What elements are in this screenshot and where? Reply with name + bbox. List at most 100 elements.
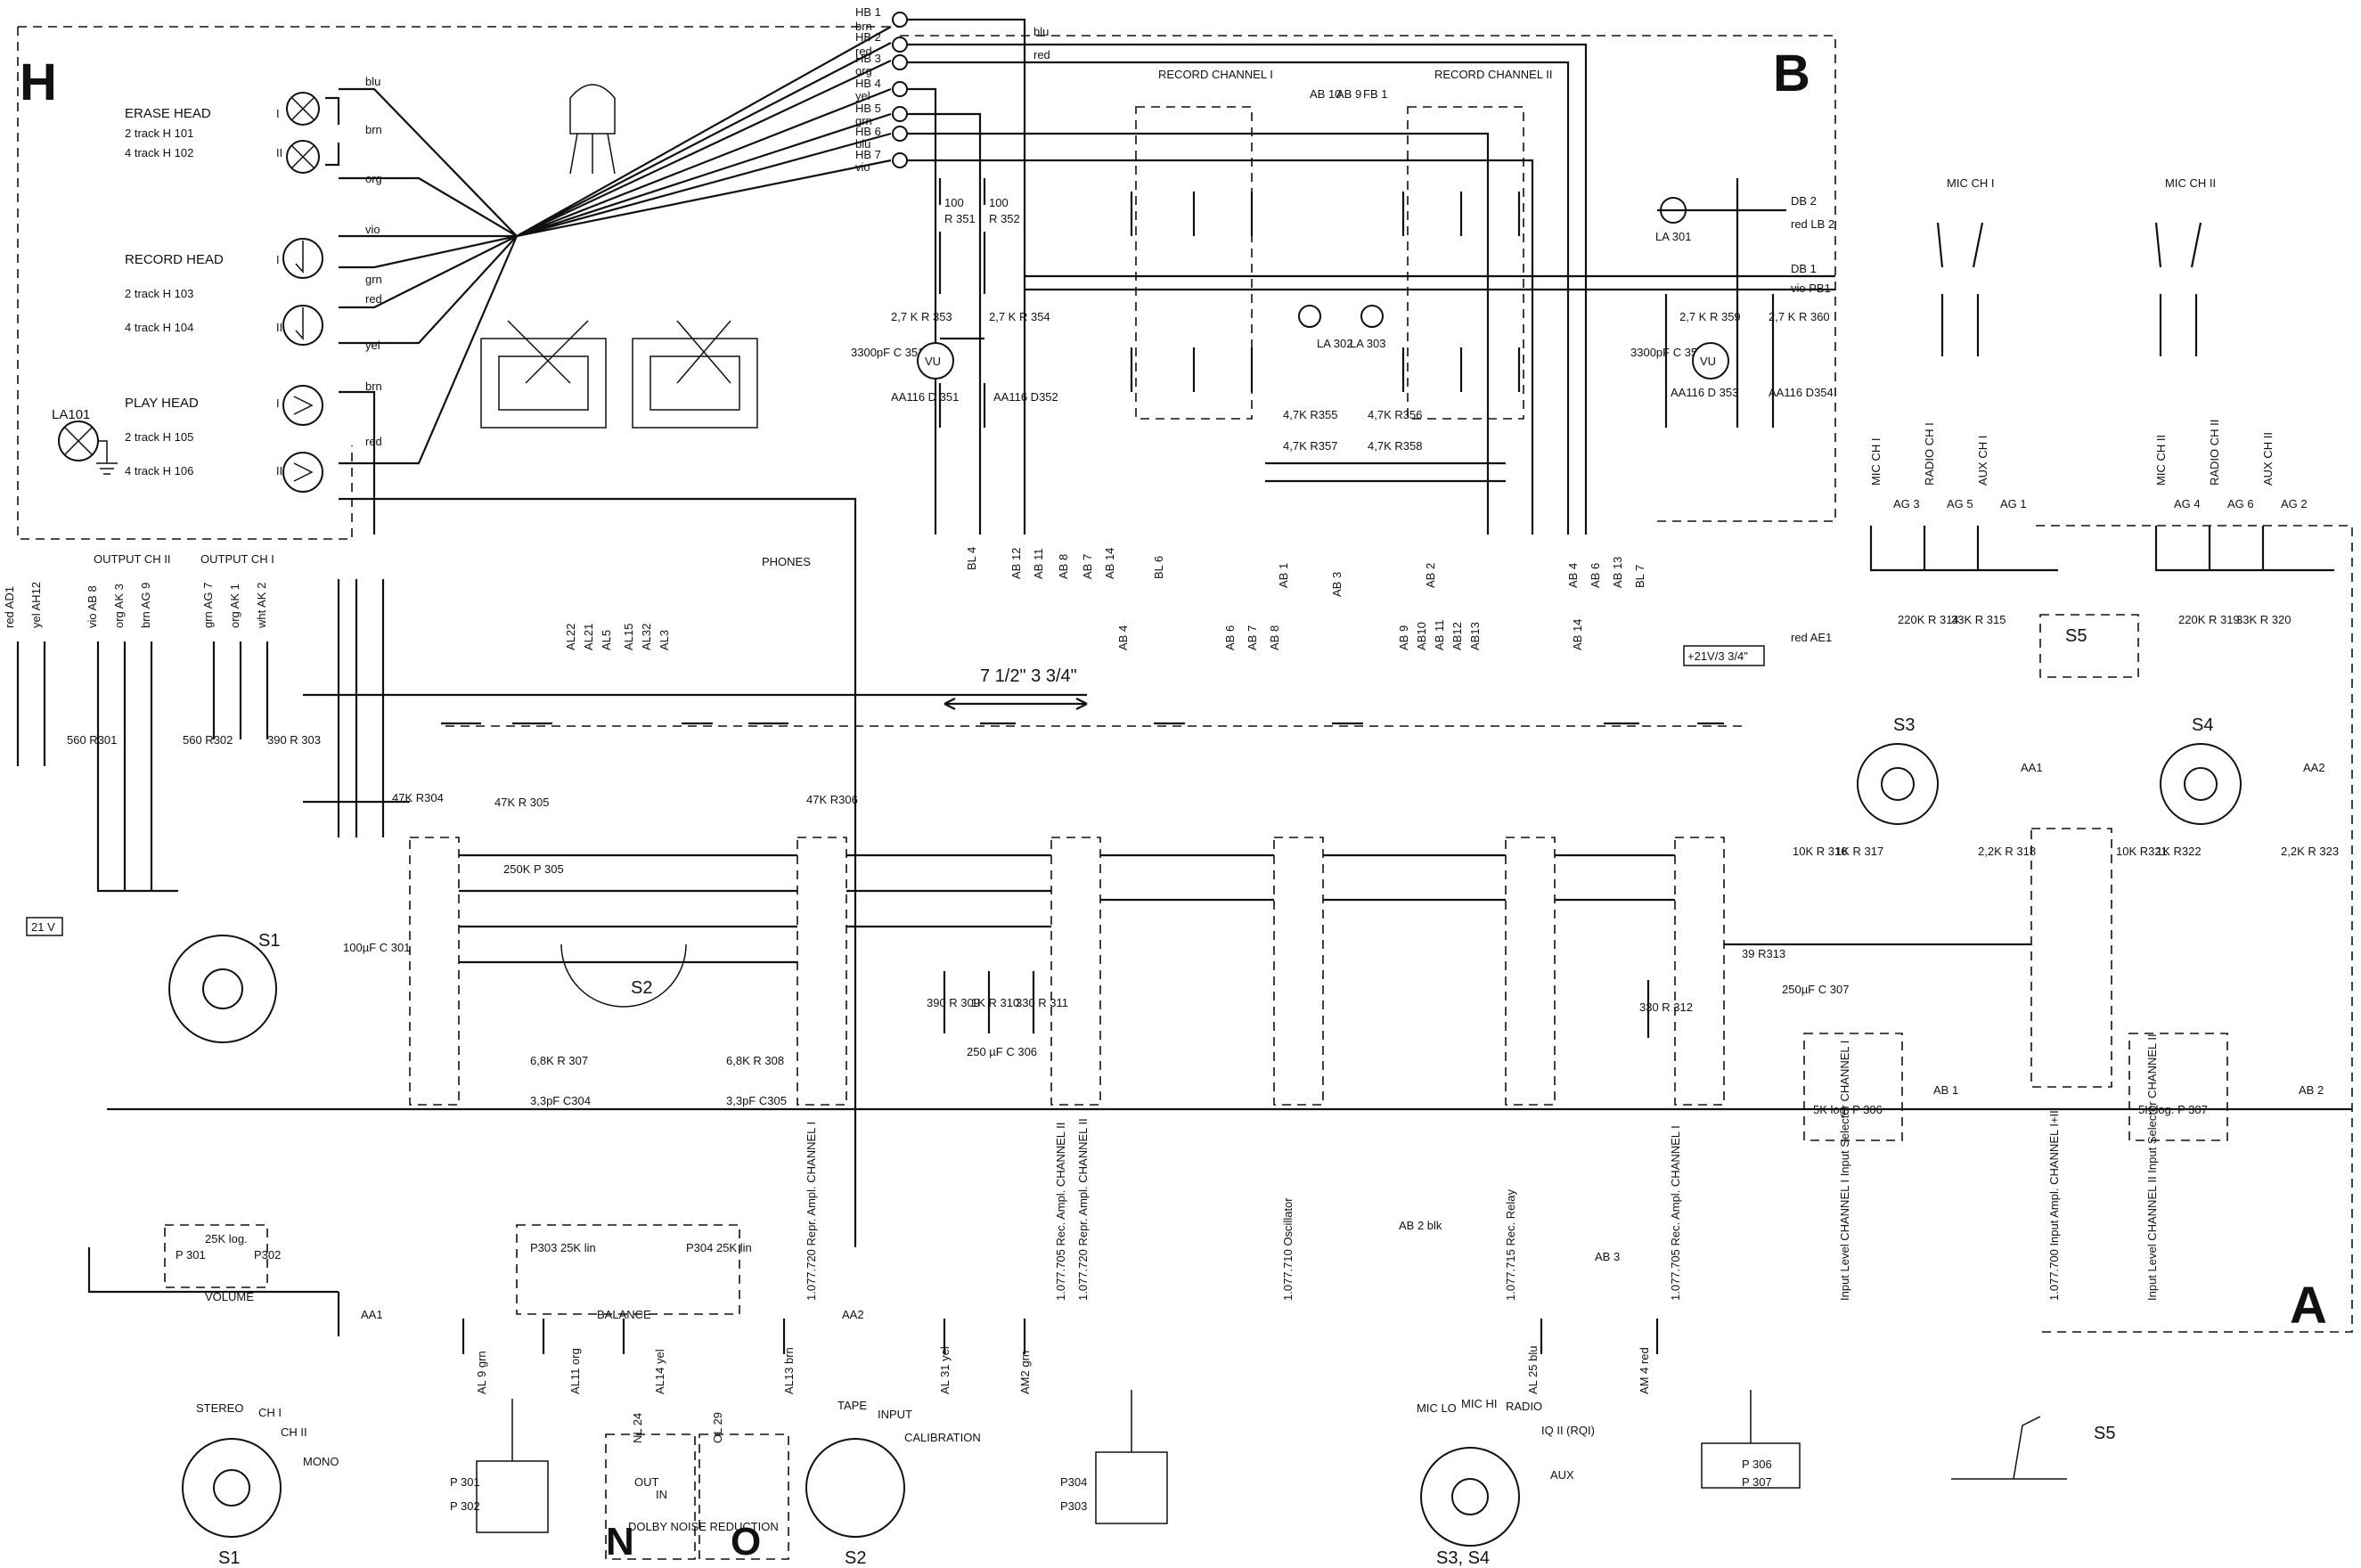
db2-pin: DB 2 — [1791, 194, 1817, 208]
legend-dolby: NL 24 OL 29 OUT IN N O DOLBY NOISE REDUC… — [605, 1412, 789, 1564]
section-a-letter: A — [2290, 1277, 2327, 1335]
board-b: RECORD CHANNEL I RECORD CHANNEL II AB 10… — [851, 68, 1835, 597]
head-wire-yel: yel — [365, 339, 380, 352]
svg-text:org: org — [855, 64, 872, 78]
s5-switch — [2039, 614, 2139, 678]
pb1-pin: vio PB1 — [1791, 282, 1831, 295]
c304-label: 3,3pF C304 — [530, 1094, 591, 1107]
volume-box — [164, 1224, 268, 1288]
record-head-2track: 2 track H 103 — [125, 287, 193, 300]
legend-s3-s4: MIC LO MIC HI RADIO IQ II (RQI) AUX S3, … — [1417, 1397, 1595, 1568]
p301-main: P 301 — [176, 1248, 206, 1262]
play-head-ch2: II — [276, 464, 282, 478]
head-wire-blu: blu — [365, 75, 380, 88]
r302-label: 560 R302 — [183, 733, 233, 747]
svg-text:OL 29: OL 29 — [711, 1412, 724, 1443]
r321-label: 10K R321 — [2116, 845, 2168, 858]
input-aux-ch2: AUX CH II — [2261, 432, 2275, 486]
svg-text:N: N — [606, 1520, 634, 1564]
svg-text:MONO: MONO — [303, 1455, 339, 1468]
pin-ab14: AB 14 — [1103, 548, 1116, 579]
play-head-title: PLAY HEAD — [125, 396, 199, 411]
aa2-main: AA2 — [842, 1308, 864, 1321]
ab10-top-pin: AB10 — [1415, 622, 1428, 650]
ab1-output: AB 1 — [1933, 1083, 1958, 1097]
p305-label: 250K P 305 — [503, 862, 564, 876]
svg-text:P 307: P 307 — [1742, 1475, 1772, 1489]
play-head-4track: 4 track H 106 — [125, 464, 193, 478]
svg-text:S1: S1 — [218, 1548, 240, 1568]
r310-label: 1K R 310 — [971, 996, 1019, 1009]
vu-meter-2-label: VU — [1700, 355, 1716, 368]
board-input-level-ch1: Input Level CHANNEL I Input Selector CHA… — [1838, 1041, 1851, 1301]
al22-pin: AL22 — [564, 624, 577, 650]
pin-ab1: AB 1 — [1277, 563, 1290, 588]
db1-pin: DB 1 — [1791, 262, 1817, 275]
c351-label: 3300pF C 351 — [851, 346, 924, 359]
aa1-main: AA1 — [361, 1308, 383, 1321]
r351-label: R 351 — [944, 212, 976, 225]
output-ch1-label: OUTPUT CH I — [200, 552, 274, 566]
svg-text:STEREO: STEREO — [196, 1401, 243, 1415]
d354-label: AA116 D354 — [1769, 386, 1834, 399]
svg-text:HB 2: HB 2 — [855, 30, 881, 44]
plus21-label-box — [1683, 645, 1765, 666]
board-rec-ch1: 1.077.705 Rec. Ampl. CHANNEL I — [1669, 1125, 1682, 1301]
v21-label-box — [26, 917, 63, 936]
svg-text:blu: blu — [855, 137, 870, 151]
p306-box — [1803, 1033, 1903, 1141]
ab9-pin: AB 9 — [1336, 87, 1361, 101]
svg-text:MIC LO: MIC LO — [1417, 1401, 1457, 1415]
conn-al13: AL13 brn — [782, 1347, 796, 1394]
r319-label: 220K R 319 — [2178, 613, 2240, 626]
play-head-2-symbol — [282, 452, 323, 493]
s2-main-label: S2 — [631, 978, 652, 998]
play-head-ch1: I — [276, 396, 280, 410]
input-radio-ch2: RADIO CH II — [2208, 420, 2221, 486]
svg-text:red: red — [855, 45, 872, 58]
pin-bl7: BL 7 — [1633, 565, 1646, 588]
pin-ab13: AB 13 — [1611, 557, 1624, 588]
al32-pin: AL32 — [640, 624, 653, 650]
svg-text:NL 24: NL 24 — [631, 1413, 644, 1443]
c301-label: 100µF C 301 — [343, 941, 410, 954]
mic-ch2-socket-label: MIC CH II — [2165, 176, 2216, 190]
record-head-title: RECORD HEAD — [125, 252, 224, 267]
r312-label: 330 R 312 — [1639, 1000, 1693, 1014]
r318-label: 2,2K R 318 — [1978, 845, 2036, 858]
ab6-top-pin: AB 6 — [1223, 625, 1237, 650]
svg-text:P 302: P 302 — [450, 1499, 480, 1513]
r307-label: 6,8K R 307 — [530, 1054, 588, 1067]
p302-main: P302 — [254, 1248, 281, 1262]
lb2-pin: red LB 2 — [1791, 217, 1834, 231]
svg-text:IQ II (RQI): IQ II (RQI) — [1541, 1424, 1595, 1437]
ag6: AG 6 — [2227, 497, 2254, 510]
p307-box — [2128, 1033, 2228, 1141]
erase-head-2track: 2 track H 101 — [125, 127, 193, 140]
record-head-4track: 4 track H 104 — [125, 321, 193, 334]
svg-text:MIC HI: MIC HI — [1461, 1397, 1497, 1410]
s1-main-label: S1 — [258, 931, 280, 951]
legend-s2: TAPE INPUT CALIBRATION S2 — [805, 1399, 981, 1568]
ab3-pin: AB 3 — [1595, 1250, 1620, 1263]
ah12-pin: yel AH12 — [29, 582, 43, 628]
conn-am2: AM2 grn — [1018, 1351, 1032, 1394]
r323-label: 2,2K R 323 — [2281, 845, 2339, 858]
lamp-la303 — [1360, 305, 1384, 328]
svg-text:TAPE: TAPE — [837, 1399, 867, 1412]
r356-label: 4,7K R356 — [1368, 408, 1422, 421]
ab11-top-pin: AB 11 — [1433, 620, 1446, 650]
r354-label: 2,7 K R 354 — [989, 310, 1050, 323]
ab7-top-pin: AB 7 — [1246, 625, 1259, 650]
legend-p303-p304: P304 P303 — [1060, 1390, 1168, 1524]
r359-label: 2,7 K R 359 — [1679, 310, 1741, 323]
input-mic-ch1: MIC CH I — [1869, 438, 1883, 486]
lamp-la302 — [1298, 305, 1321, 328]
c306-label: 250 µF C 306 — [967, 1045, 1037, 1058]
al21-pin: AL21 — [582, 624, 595, 650]
play-head-2track: 2 track H 105 — [125, 430, 193, 444]
